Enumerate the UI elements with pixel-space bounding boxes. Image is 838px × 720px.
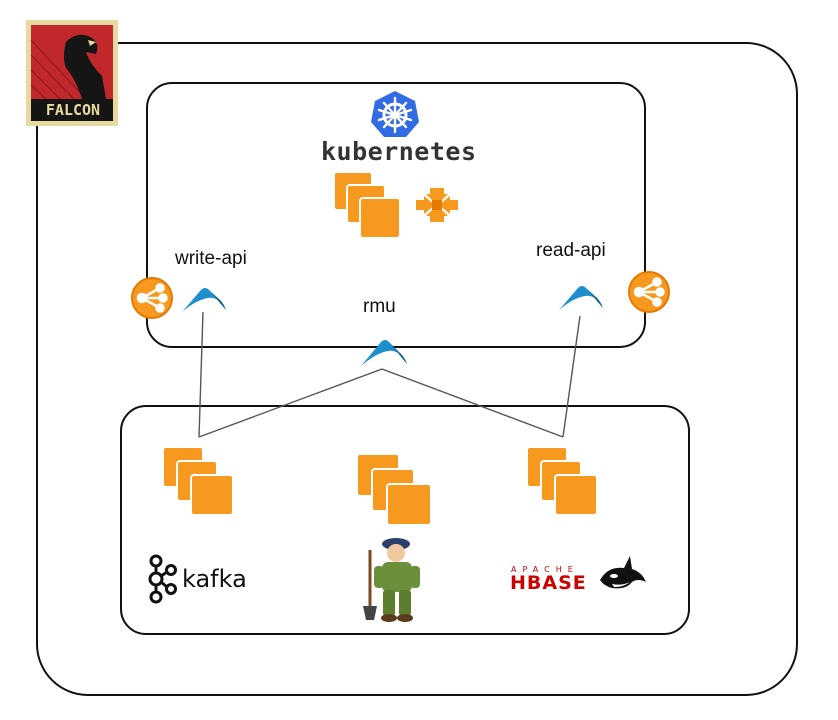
line-read-api-to-hbase bbox=[562, 315, 581, 438]
service-icon bbox=[559, 286, 603, 310]
service-icon bbox=[182, 288, 226, 312]
falcon-logo bbox=[26, 20, 118, 126]
kubernetes-helm-icon bbox=[371, 91, 419, 137]
rmu-label: rmu bbox=[363, 296, 396, 317]
write-api-label: write-api bbox=[175, 248, 247, 269]
hbase-apache-text: APACHE bbox=[511, 565, 579, 574]
load-balancer-icon bbox=[131, 277, 173, 319]
kafka-logo-text: kafka bbox=[182, 565, 247, 593]
stack-icon bbox=[526, 446, 598, 516]
line-rmu-to-kafka bbox=[198, 368, 383, 438]
line-write-api-to-kafka bbox=[198, 311, 204, 438]
stack-icon bbox=[162, 446, 234, 516]
stack-icon bbox=[356, 453, 432, 526]
read-api-label: read-api bbox=[536, 240, 606, 261]
falcon-logo-text: FALCON bbox=[45, 101, 101, 119]
line-rmu-to-hbase bbox=[381, 368, 564, 438]
falcon-logo-icon bbox=[26, 20, 118, 126]
arrows-icon bbox=[416, 188, 458, 222]
kubernetes-logo-text: kubernetes bbox=[321, 137, 477, 166]
hbase-logo-text: HBASE bbox=[510, 572, 587, 594]
service-icon bbox=[361, 340, 407, 366]
load-balancer-icon bbox=[628, 271, 670, 313]
orca-icon bbox=[600, 556, 646, 589]
farmer-mascot-icon bbox=[363, 538, 420, 622]
stack-icon bbox=[333, 171, 401, 239]
kafka-icon bbox=[148, 554, 177, 604]
